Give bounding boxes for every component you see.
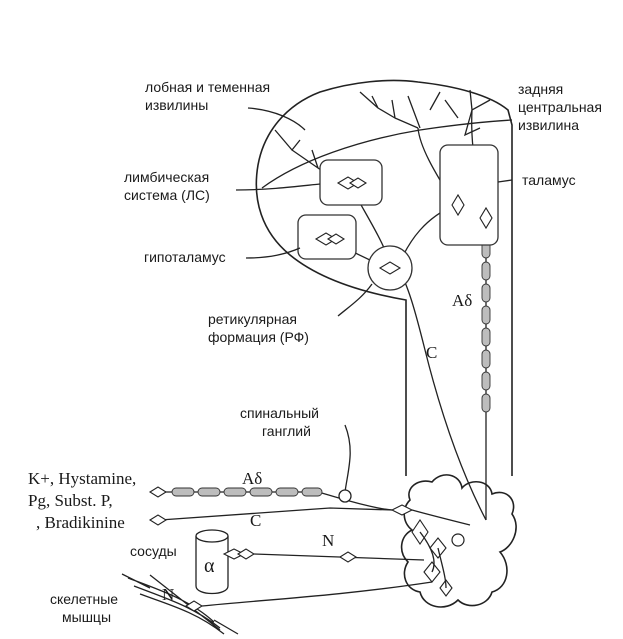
label-a-delta-tract: Aδ bbox=[452, 291, 472, 310]
muscle-synapse bbox=[184, 600, 204, 612]
label-spinal-ganglion-2: ганглий bbox=[262, 423, 311, 439]
label-thalamus: таламус bbox=[522, 172, 576, 188]
label-a-delta-peripheral: Aδ bbox=[242, 469, 262, 488]
label-stimuli-3: , Bradikinine bbox=[36, 513, 125, 532]
a-delta-receptor bbox=[148, 486, 168, 498]
thalamus-box bbox=[439, 144, 499, 246]
label-c-tract: C bbox=[426, 343, 437, 362]
label-spinal-ganglion-1: спинальный bbox=[240, 405, 319, 421]
synapses-central bbox=[314, 176, 493, 275]
spinal-ganglion-cell bbox=[338, 489, 352, 503]
label-n-vessels: N bbox=[322, 531, 334, 550]
label-frontal-parietal-1: лобная и теменная bbox=[145, 79, 270, 95]
skeletal-muscle bbox=[121, 573, 239, 635]
label-limbic-2: система (ЛС) bbox=[124, 187, 210, 203]
label-hypothalamus: гипоталамус bbox=[144, 249, 226, 265]
brain-lobe-line bbox=[261, 119, 513, 189]
vessel-cylinder bbox=[195, 529, 229, 595]
label-reticular-1: ретикулярная bbox=[208, 311, 297, 327]
a-delta-peripheral-line bbox=[160, 491, 393, 511]
vessel-synapse-2 bbox=[236, 548, 256, 560]
label-stimuli-2: Pg, Subst. P, bbox=[28, 491, 113, 510]
muscle-nerve bbox=[201, 581, 433, 607]
label-alpha-receptor: α bbox=[204, 555, 215, 577]
label-frontal-parietal-2: извилины bbox=[145, 97, 208, 113]
spinal-cord bbox=[390, 474, 517, 608]
peripheral-nerves bbox=[121, 424, 433, 635]
dorsal-horn-synapse-1 bbox=[390, 504, 414, 516]
label-limbic-1: лимбическая bbox=[124, 169, 209, 185]
label-n-muscle: N bbox=[162, 585, 174, 604]
leader-lines bbox=[235, 107, 513, 317]
label-stimuli-1: K+, Hystamine, bbox=[28, 469, 136, 488]
label-vessels: сосуды bbox=[130, 543, 177, 559]
ganglion-stem bbox=[344, 424, 351, 493]
central-canal bbox=[451, 533, 465, 547]
c-peripheral-line bbox=[159, 507, 393, 521]
label-postcentral-2: центральная bbox=[518, 99, 602, 115]
vessel-nerve-mid bbox=[338, 551, 358, 563]
cord-internal-fibers bbox=[411, 509, 471, 589]
label-skeletal-1: скелетные bbox=[50, 591, 118, 607]
label-skeletal-2: мышцы bbox=[62, 609, 111, 625]
c-fiber-receptor bbox=[148, 514, 168, 526]
a-delta-peripheral-myelin bbox=[171, 487, 323, 497]
label-c-peripheral: C bbox=[250, 511, 261, 530]
c-fiber-tract bbox=[397, 267, 487, 521]
label-reticular-2: формация (РФ) bbox=[208, 329, 309, 345]
brain-outline bbox=[255, 79, 513, 476]
cortex-dendrites-top bbox=[359, 91, 441, 129]
label-postcentral-1: задняя bbox=[518, 81, 563, 97]
label-postcentral-3: извилина bbox=[518, 117, 579, 133]
